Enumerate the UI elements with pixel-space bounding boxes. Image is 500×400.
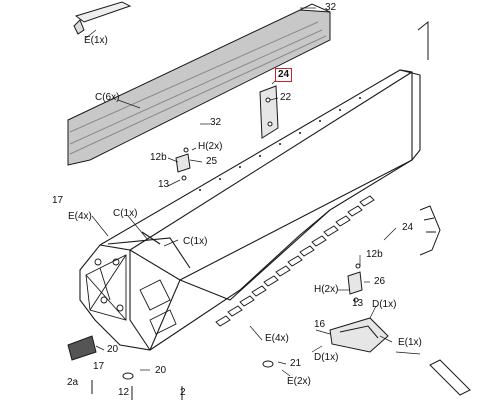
callout-17-bottom: 17 <box>93 361 105 372</box>
callout-22: 22 <box>280 92 292 103</box>
callout-13-right: 13 <box>352 298 364 309</box>
callout-c1x-a: C(1x) <box>113 208 138 219</box>
runner-bracket <box>329 317 389 353</box>
callout-e4x-left: E(4x) <box>68 211 92 222</box>
callout-h2x-left: H(2x) <box>198 141 223 152</box>
right-panel <box>417 20 471 396</box>
callout-12b-right: 12b <box>366 249 383 260</box>
tunnel-body <box>79 69 421 351</box>
callout-d1x-b: D(1x) <box>314 352 339 363</box>
callout-13-left: 13 <box>158 179 170 190</box>
callout-2: 2 <box>180 387 186 398</box>
callout-e4x-bottom: E(4x) <box>265 333 289 344</box>
callout-12: 12 <box>118 387 130 398</box>
callout-16: 16 <box>314 319 326 330</box>
callout-32-mid: 32 <box>210 117 222 128</box>
leader-lines <box>85 7 421 377</box>
callout-26: 26 <box>374 276 386 287</box>
clip-25 <box>175 153 191 173</box>
callout-21: 21 <box>290 358 302 369</box>
bumper-part <box>67 335 97 361</box>
callout-c1x-b: C(1x) <box>183 236 208 247</box>
callout-20-top: 20 <box>107 344 119 355</box>
top-rail <box>73 1 132 35</box>
callout-25: 25 <box>206 156 218 167</box>
callout-2a: 2a <box>67 377 79 388</box>
callout-e2x: E(2x) <box>287 376 311 387</box>
callout-12b-left: 12b <box>150 152 167 163</box>
callout-32-top: 32 <box>325 2 337 13</box>
callout-24-highlighted[interactable]: 24 <box>275 68 293 82</box>
callout-e1x-right: E(1x) <box>398 337 422 348</box>
callout-h2x-right: H(2x) <box>314 284 339 295</box>
callout-24-right: 24 <box>402 222 414 233</box>
callout-c6x: C(6x) <box>95 92 120 103</box>
callout-17-top: 17 <box>52 195 64 206</box>
callout-e1x-top: E(1x) <box>84 35 108 46</box>
callout-20-bottom: 20 <box>155 365 167 376</box>
callout-d1x-a: D(1x) <box>372 299 397 310</box>
bracket-part <box>259 85 279 139</box>
clip-26 <box>347 271 363 295</box>
